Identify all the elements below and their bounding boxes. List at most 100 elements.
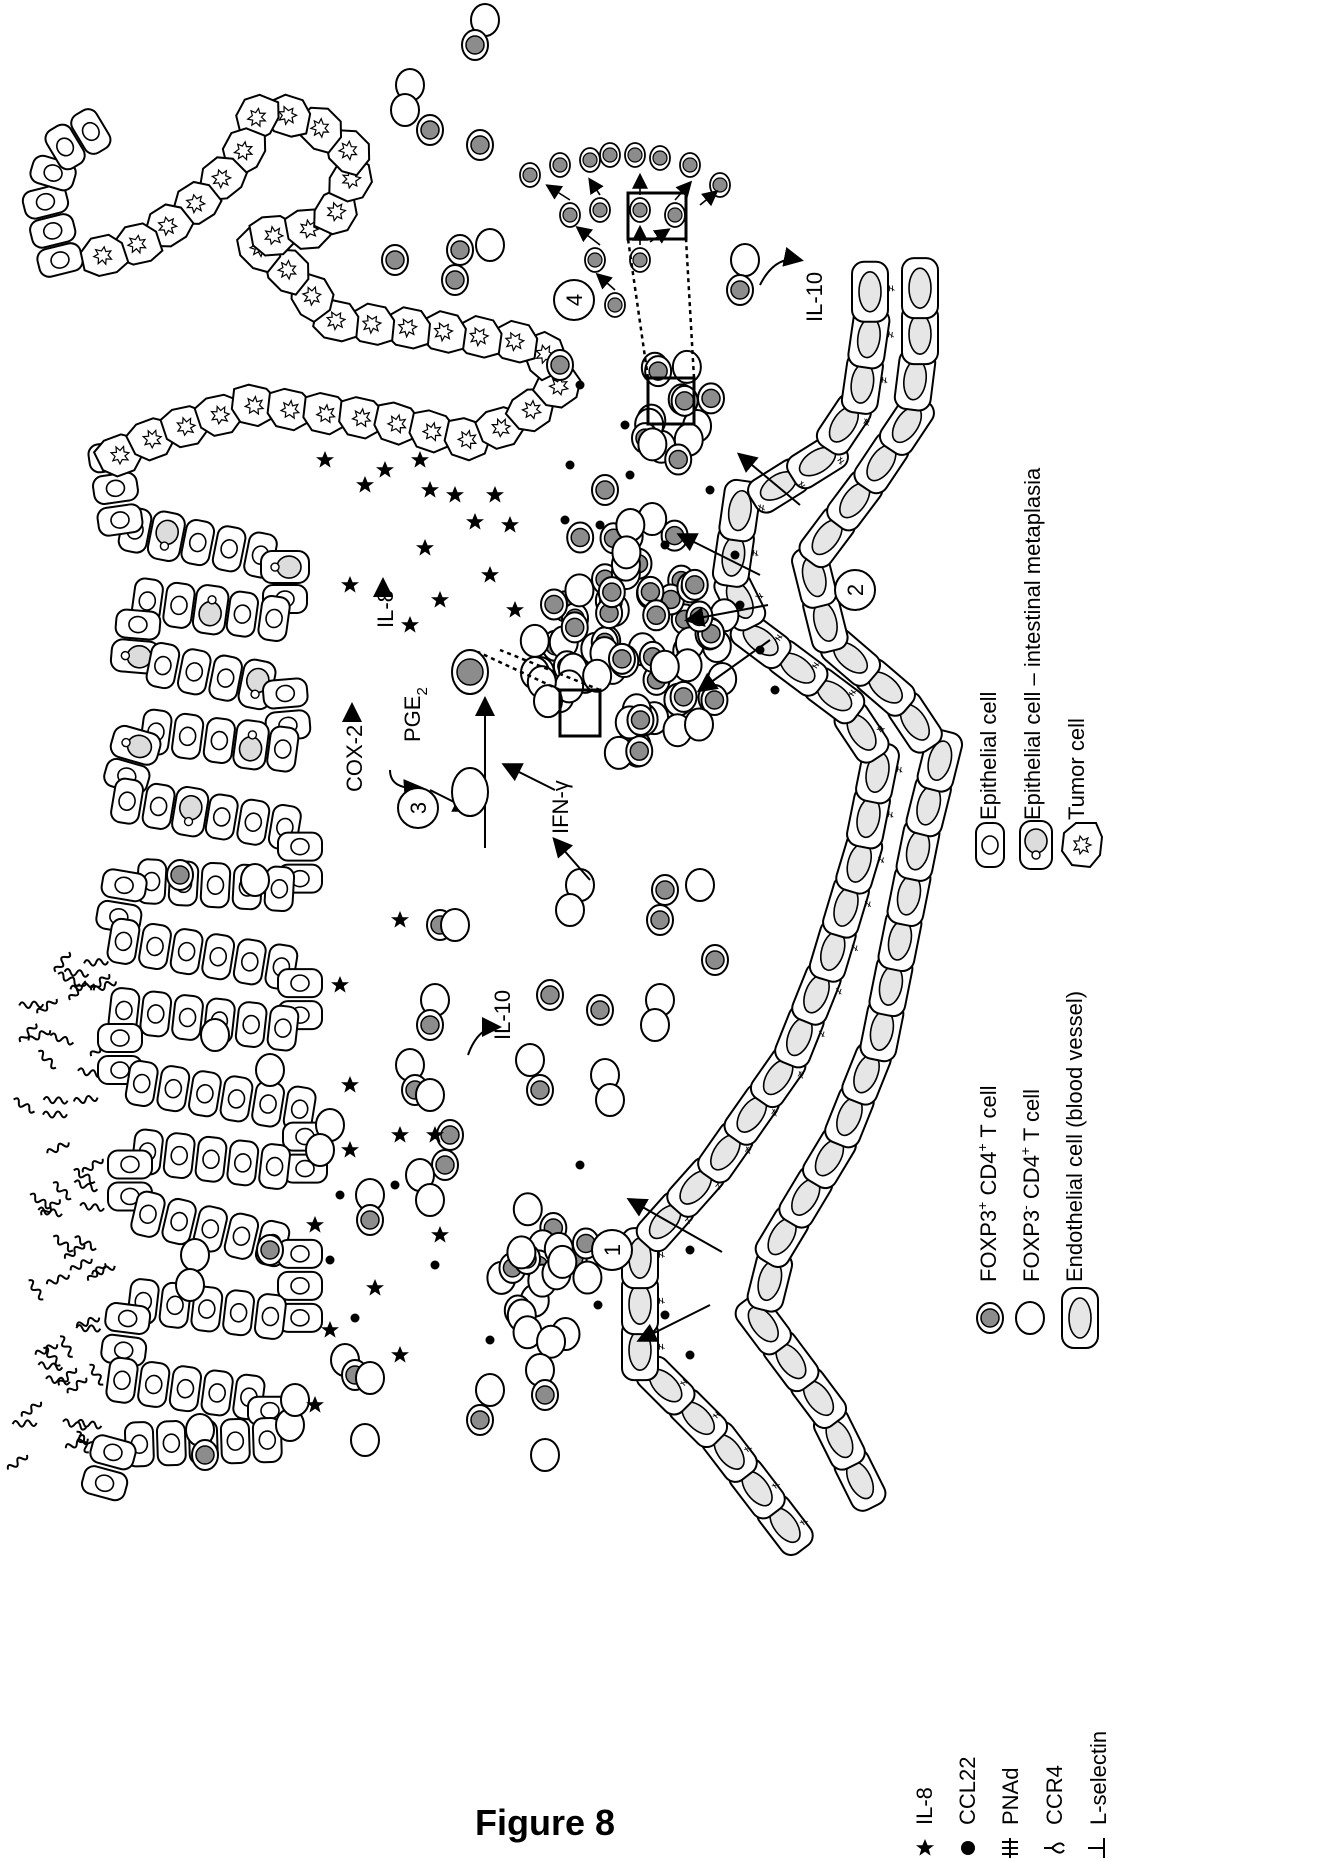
cluster-t-cell [573,1262,601,1294]
legend-item-foxp3-neg: FOXP3- CD4+ T cell [1016,1089,1044,1334]
epithelial-cell [171,994,204,1041]
lselectin-icon [1088,1838,1104,1858]
expanding-treg-cell [550,153,570,177]
ccl22-dot [594,1301,603,1310]
epithelial-cell [96,503,144,537]
il8-star [341,576,359,593]
foxp3-neg-t-cell [641,1009,669,1041]
bacterium [81,1156,104,1175]
foxp3-neg-t-cell [476,1374,504,1406]
endothelial-cell [852,262,888,322]
il8-star [466,513,484,530]
foxp3-neg-t-cell [416,1184,444,1216]
epithelial-cell [176,648,212,697]
epithelial-cell [162,582,196,629]
dot-icon [961,1841,975,1855]
il8-label: IL-8 [373,590,398,628]
epithelial-cell [262,678,308,710]
foxp3-pos-t-cell [532,1380,558,1410]
ccl22-dot [706,486,715,495]
foxp3-neg-t-cell [516,1044,544,1076]
svg-text:Tumor cell: Tumor cell [1064,718,1089,820]
ccl22-dot [686,1246,695,1255]
bacterium [19,1001,43,1008]
svg-text:IL-8: IL-8 [912,1787,937,1825]
epithelial-cell [200,1369,234,1416]
expansion-arrow [590,180,600,195]
cluster-t-cell [514,1193,542,1225]
epithelial-cell [171,713,205,760]
epithelial-cell [222,1289,255,1336]
bacterium [12,1420,36,1427]
cluster-t-cell [599,577,625,607]
foxp3-pos-t-cell [727,275,753,305]
epithelial-cell [106,917,141,965]
pnad-marker: ≠ [883,810,898,820]
cluster-t-cell [609,644,635,674]
foxp3-neg-t-cell [176,1269,204,1301]
foxp3-pos-t-cell [647,905,673,935]
ccl22-dot [596,521,605,530]
cluster-t-cell [537,1326,565,1358]
epithelial-cell [201,933,236,981]
epithelial-cell [204,793,239,841]
step-marker-2: 2 [835,570,875,610]
expanding-treg-cell [585,248,605,272]
epithelial-cell [267,1005,300,1052]
epithelial-cell [211,525,247,574]
expanding-treg-cell [590,198,610,222]
ccl22-dot [661,541,670,550]
expanding-treg-cell [630,248,650,272]
il8-star [356,476,374,493]
foxp3-neg-t-cell [416,1079,444,1111]
legend-item-ccr4: CCR4 [1042,1765,1067,1852]
bacterium [73,1235,97,1251]
ccl22-dot [336,1191,345,1200]
legend-item-metaplasia: Epithelial cell – intestinal metaplasia [1020,467,1052,869]
expanding-treg-cell [560,203,580,227]
epithelial-cell [115,609,161,641]
legend-item-foxp3-pos: FOXP3+ CD4+ T cell [974,1085,1003,1333]
foxp3-pos-t-cell [547,350,573,380]
ccl22-dot [686,1351,695,1360]
expanding-treg-cell [680,153,700,177]
bacterium [18,1022,38,1044]
expanding-treg-cell [625,143,645,167]
bacterium [46,1140,70,1156]
expanding-treg-cell [600,143,620,167]
foxp3-neg-t-cell [181,1239,209,1271]
legend-item-ccl22: CCL22 [955,1757,980,1855]
il8-star [391,911,409,928]
ccl22-dot [431,1261,440,1270]
legend-item-pnad: PNAd [998,1768,1023,1858]
legend: IL-8 CCL22 PNAd CCR4 L-selectin FOXP3+ C… [912,467,1111,1858]
epithelial-cell [258,1143,291,1190]
epithelial-cell [105,1357,139,1404]
foxp3-neg-t-cell [686,869,714,901]
bacterium [46,1272,70,1287]
epithelial-cell [257,595,291,642]
metaplasia-cell [192,584,230,636]
il8-star [341,1076,359,1093]
foxp3-neg-t-cell [201,1019,229,1051]
cluster-t-cell [651,651,679,683]
pnad-marker: ≠ [747,548,762,557]
svg-text:Endothelial cell (blood vessel: Endothelial cell (blood vessel) [1062,991,1087,1282]
epithelial-cell [139,991,172,1038]
bacterium [76,1325,100,1332]
il8-star [306,1216,324,1233]
foxp3-pos-t-cell [467,1405,493,1435]
foxp3-neg-t-cell [356,1362,384,1394]
il8-star [421,481,439,498]
il8-star [331,976,349,993]
ccl22-dot [771,686,780,695]
epithelial-cell [124,1060,159,1108]
foxp3-neg-t-cell [731,244,759,276]
ccl22-dot [326,1256,335,1265]
bacterium [57,1335,75,1359]
bacterium [36,1049,58,1070]
ccl22-dot [486,1336,495,1345]
step-marker-1: 1 [592,1230,632,1270]
epithelial-cell [157,1421,186,1466]
svg-text:L-selectin: L-selectin [1086,1731,1111,1825]
